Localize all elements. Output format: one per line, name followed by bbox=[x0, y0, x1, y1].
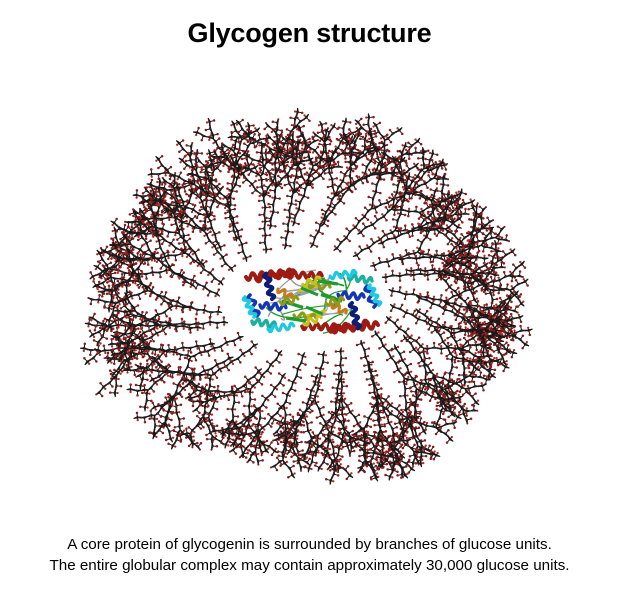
glycogen-diagram bbox=[0, 55, 619, 535]
figure-caption: A core protein of glycogenin is surround… bbox=[0, 534, 619, 576]
glucose-branch-chains bbox=[80, 107, 533, 485]
caption-line-2: The entire globular complex may contain … bbox=[49, 557, 570, 574]
caption-line-1: A core protein of glycogenin is surround… bbox=[67, 536, 552, 553]
glycogenin-protein-core bbox=[234, 251, 390, 351]
page-title: Glycogen structure bbox=[187, 18, 432, 48]
glycogen-svg bbox=[0, 55, 619, 535]
